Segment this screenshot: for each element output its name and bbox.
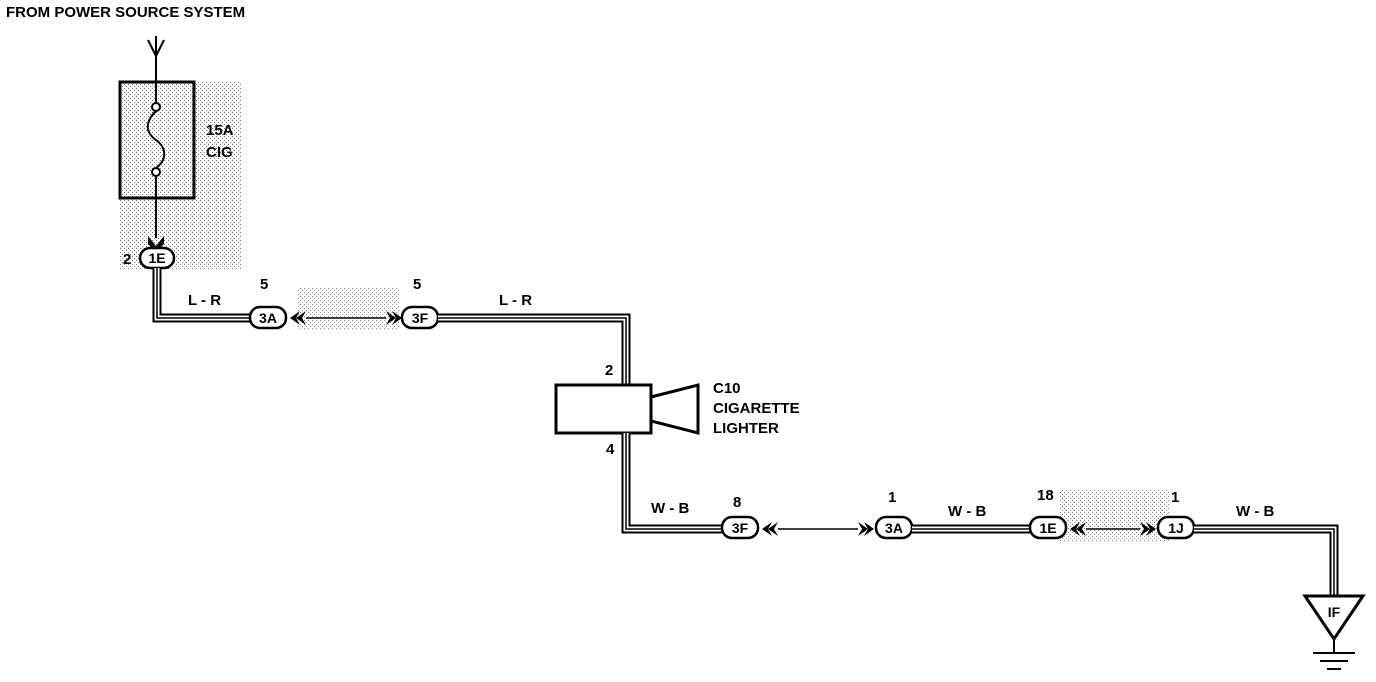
lighter-body	[554, 383, 653, 435]
pin-3a-bottom: 1	[888, 489, 896, 506]
pin-1j: 1	[1171, 489, 1179, 506]
connector-1e-bottom	[1028, 515, 1068, 540]
fuse-rating: 15A	[206, 122, 234, 139]
shade-fuse-box	[120, 82, 242, 270]
chevron-left-icon	[1076, 522, 1086, 536]
pin-3f-top: 5	[413, 276, 421, 293]
wire-w-b-3	[1194, 524, 1339, 596]
pin-lighter-top: 2	[605, 362, 613, 379]
wire-w-b-1	[621, 433, 722, 534]
shade-1e-1j	[1060, 490, 1170, 542]
connector-3a-top-label: 3A	[259, 310, 277, 326]
lighter-horn	[649, 383, 700, 435]
chevron-left-icon	[768, 522, 778, 536]
ground-icon	[1313, 639, 1355, 670]
wire-label-2: L - R	[499, 292, 532, 309]
wire-label-4: W - B	[948, 503, 986, 520]
shaded-regions	[120, 82, 1170, 542]
wire-l-r-2	[438, 313, 631, 385]
chevron-right-icon	[392, 311, 402, 325]
connector-3a-bottom-label: 3A	[885, 520, 903, 536]
title-text: FROM POWER SOURCE SYSTEM	[6, 4, 245, 21]
chevron-right-icon	[1140, 522, 1150, 536]
component-name-line1: CIGARETTE	[713, 400, 800, 417]
chevron-left-icon	[762, 522, 772, 536]
pin-1e-bottom: 18	[1037, 487, 1054, 504]
fuse-name: CIG	[206, 144, 233, 161]
fuse-symbol	[146, 82, 166, 238]
wire-l-r-1	[152, 268, 250, 323]
chevron-right-icon	[858, 522, 868, 536]
ground-point	[1302, 594, 1366, 642]
cigarette-lighter	[554, 383, 700, 435]
component-id: C10	[713, 380, 741, 397]
pin-fuse-out: 2	[123, 251, 131, 268]
ground-label: IF	[1328, 604, 1341, 620]
pin-lighter-bottom: 4	[606, 441, 615, 458]
chevron-right-icon	[864, 522, 874, 536]
shade-3a-3f-top	[298, 288, 400, 330]
pin-3f-bottom: 8	[733, 494, 741, 511]
connector-3a-top	[248, 305, 288, 330]
wire-label-1: L - R	[188, 292, 221, 309]
connector-3f-bottom	[720, 515, 760, 540]
connector-3f-top-label: 3F	[412, 310, 429, 326]
chevron-right-icon	[386, 311, 396, 325]
connector-3f-bottom-label: 3F	[732, 520, 749, 536]
chevron-left-icon	[296, 311, 306, 325]
chevron-right-icon	[1146, 522, 1156, 536]
wire-label-5: W - B	[1236, 503, 1274, 520]
power-feed-arrow	[147, 36, 165, 82]
connector-1j-label: 1J	[1168, 520, 1184, 536]
connector-1e-bottom-label: 1E	[1039, 520, 1056, 536]
pin-3a-top: 5	[260, 276, 268, 293]
wire-label-3: W - B	[651, 500, 689, 517]
chevron-left-icon	[290, 311, 300, 325]
chevron-left-icon	[1070, 522, 1080, 536]
component-name-line2: LIGHTER	[713, 420, 779, 437]
connector-1e-top-label: 1E	[148, 250, 165, 266]
